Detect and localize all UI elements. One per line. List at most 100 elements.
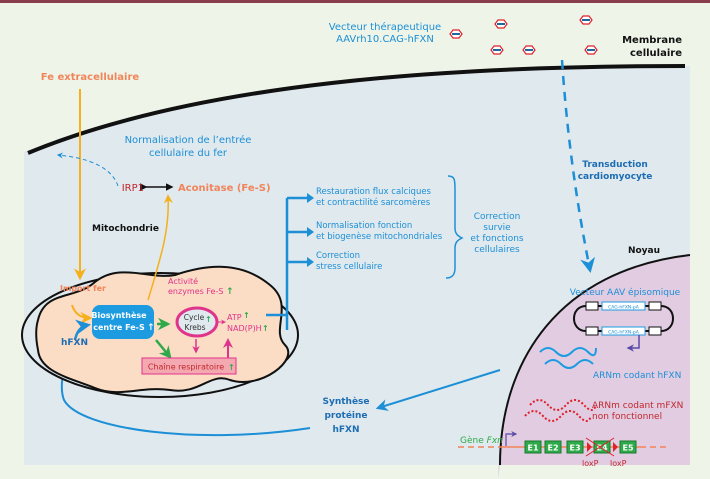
respiratory-chain-box	[141, 357, 237, 375]
loxp-label-2: loxP	[610, 459, 627, 468]
exon-e4-deletion-cross-2	[585, 437, 615, 457]
aav-particle	[494, 19, 508, 29]
hfxn-return-arrow	[57, 357, 311, 437]
promoter-arrow	[505, 431, 518, 446]
effect-1-line2: et contractilité sarcomères	[316, 197, 431, 208]
atp-label: ATP	[227, 313, 242, 322]
krebs-cycle	[175, 306, 219, 338]
iron-entry-feedback-arrow	[56, 152, 119, 187]
effect-2-line2: et biogenèse mitochondriales	[316, 231, 443, 242]
exon-e2-label: E2	[547, 444, 558, 453]
normalisation-label-line1: Normalisation de l’entrée	[125, 134, 252, 146]
fes-to-aconitase-arrow	[147, 194, 173, 301]
exons	[524, 440, 637, 454]
exon-e4	[593, 440, 611, 454]
hfxn-mito-label: hFXN	[61, 338, 88, 348]
exon-e1	[524, 440, 542, 454]
import-to-biosynthesis-arrow	[71, 304, 93, 324]
exon-e5-label: E5	[622, 444, 633, 453]
nuclear-envelope	[499, 254, 691, 466]
mrna-to-protein-arrow	[375, 369, 501, 411]
respiratory-chain-label: Chaîne respiratoire	[148, 363, 224, 372]
vector-label-line2: AAVrh10.CAG-hFXN	[336, 34, 434, 45]
vector-label-line1: Vecteur thérapeutique	[329, 21, 441, 33]
correction-label-line4: cellulaires	[474, 245, 520, 255]
transduction-arrow	[560, 59, 596, 273]
episome-cassette-top: CAG-hFXN-pA	[608, 305, 640, 311]
correction-label-line2: survie	[483, 223, 511, 233]
mrna-hfxn-wave-1	[539, 347, 597, 357]
hfxn-to-biosynthesis-arrow	[73, 319, 91, 341]
nadph-label: NAD(P)H	[227, 324, 262, 333]
mrna-mfxn-wave-2	[524, 410, 592, 422]
aav-episome-label: Vecteur AAV épisomique	[570, 287, 681, 298]
output-bracket	[266, 196, 310, 330]
aav-particle	[522, 45, 536, 55]
transduction-label-line2: cardiomyocyte	[578, 172, 653, 182]
exon-e3-label: E3	[569, 444, 580, 453]
aav-particles	[449, 15, 598, 55]
episome-cassette-bottom: CAG-hFXN-pA	[608, 330, 640, 336]
loxp-label-1: loxP	[582, 459, 599, 468]
krebs-label-line2: Krebs	[184, 323, 205, 332]
respiratory-chain-up-arrow: ↑	[228, 363, 235, 372]
exon-e3	[566, 440, 584, 454]
cell-membrane	[27, 64, 686, 155]
membrane-label-line2: cellulaire	[630, 48, 682, 59]
output-arrowhead-1	[307, 193, 314, 203]
exon-e1-label: E1	[527, 444, 538, 453]
aav-particle	[449, 29, 463, 39]
protein-synthesis-line2: protéine	[324, 410, 367, 421]
output-arrowhead-3	[307, 257, 314, 267]
biosynthesis-up-arrow: ↑	[147, 323, 155, 333]
activite-up-arrow: ↑	[226, 287, 234, 297]
gene-label-italic: Fxn	[487, 436, 504, 446]
effect-1-line1: Restauration flux calciques	[316, 187, 432, 197]
aconitase-label: Aconitase (Fe-S)	[178, 183, 271, 194]
mrna-mfxn-wave-1	[529, 399, 597, 411]
exon-e2	[544, 440, 562, 454]
aav-particle	[579, 15, 593, 25]
correction-label-line1: Correction	[474, 212, 521, 222]
biosynthesis-to-chain-arrow	[155, 339, 172, 359]
nadph-up-arrow: ↑	[262, 324, 269, 333]
biosynthesis-label-line2: centre Fe-S	[93, 323, 145, 332]
irp1-label: IRP1	[122, 183, 144, 194]
protein-synthesis-line3: hFXN	[332, 425, 359, 435]
effect-3-line2: stress cellulaire	[316, 262, 382, 272]
krebs-label-line1: Cycle	[184, 313, 205, 322]
mrna-mfxn-label-line2: non fonctionnel	[592, 412, 662, 422]
aav-particle	[584, 45, 598, 55]
loxp-site-2	[613, 442, 618, 452]
correction-label-line3: et fonctions	[470, 234, 523, 244]
activite-label-line2: enzymes Fe-S	[168, 287, 223, 296]
atp-up-arrow: ↑	[243, 311, 250, 320]
transduction-label-line1: Transduction	[582, 160, 648, 170]
membrane-label-line1: Membrane	[622, 35, 682, 46]
biosynthesis-box	[92, 305, 154, 339]
correction-brace	[445, 175, 464, 279]
loxp-site-1	[587, 442, 592, 452]
fe-extracellular-label: Fe extracellulaire	[41, 72, 140, 83]
mrna-hfxn-wave-2	[544, 359, 594, 369]
aav-episome	[573, 301, 674, 352]
mrna-hfxn-label: ARNm codant hFXN	[593, 371, 681, 381]
biosynthesis-label-line1: Biosynthèse	[91, 310, 147, 320]
effect-3-line1: Correction	[316, 251, 360, 261]
exon-e5	[619, 440, 637, 454]
effect-2-line1: Normalisation fonction	[316, 221, 412, 231]
aav-particle	[490, 45, 504, 55]
mrna-mfxn-label-line1: ARNm codant mFXN	[592, 401, 683, 411]
top-border	[0, 0, 710, 3]
normalisation-label-line2: cellulaire du fer	[149, 148, 228, 159]
krebs-up-arrow: ↑	[205, 315, 212, 324]
mitochondria-label: Mitochondrie	[92, 224, 159, 234]
gene-label: Gène Fxn	[460, 435, 503, 446]
nucleus-label: Noyau	[628, 246, 660, 256]
output-arrowhead-2	[307, 227, 314, 237]
gene-label-text: Gène	[460, 435, 484, 446]
import-fer-label: Import fer	[60, 284, 106, 293]
protein-synthesis-line1: Synthèse	[322, 396, 369, 407]
